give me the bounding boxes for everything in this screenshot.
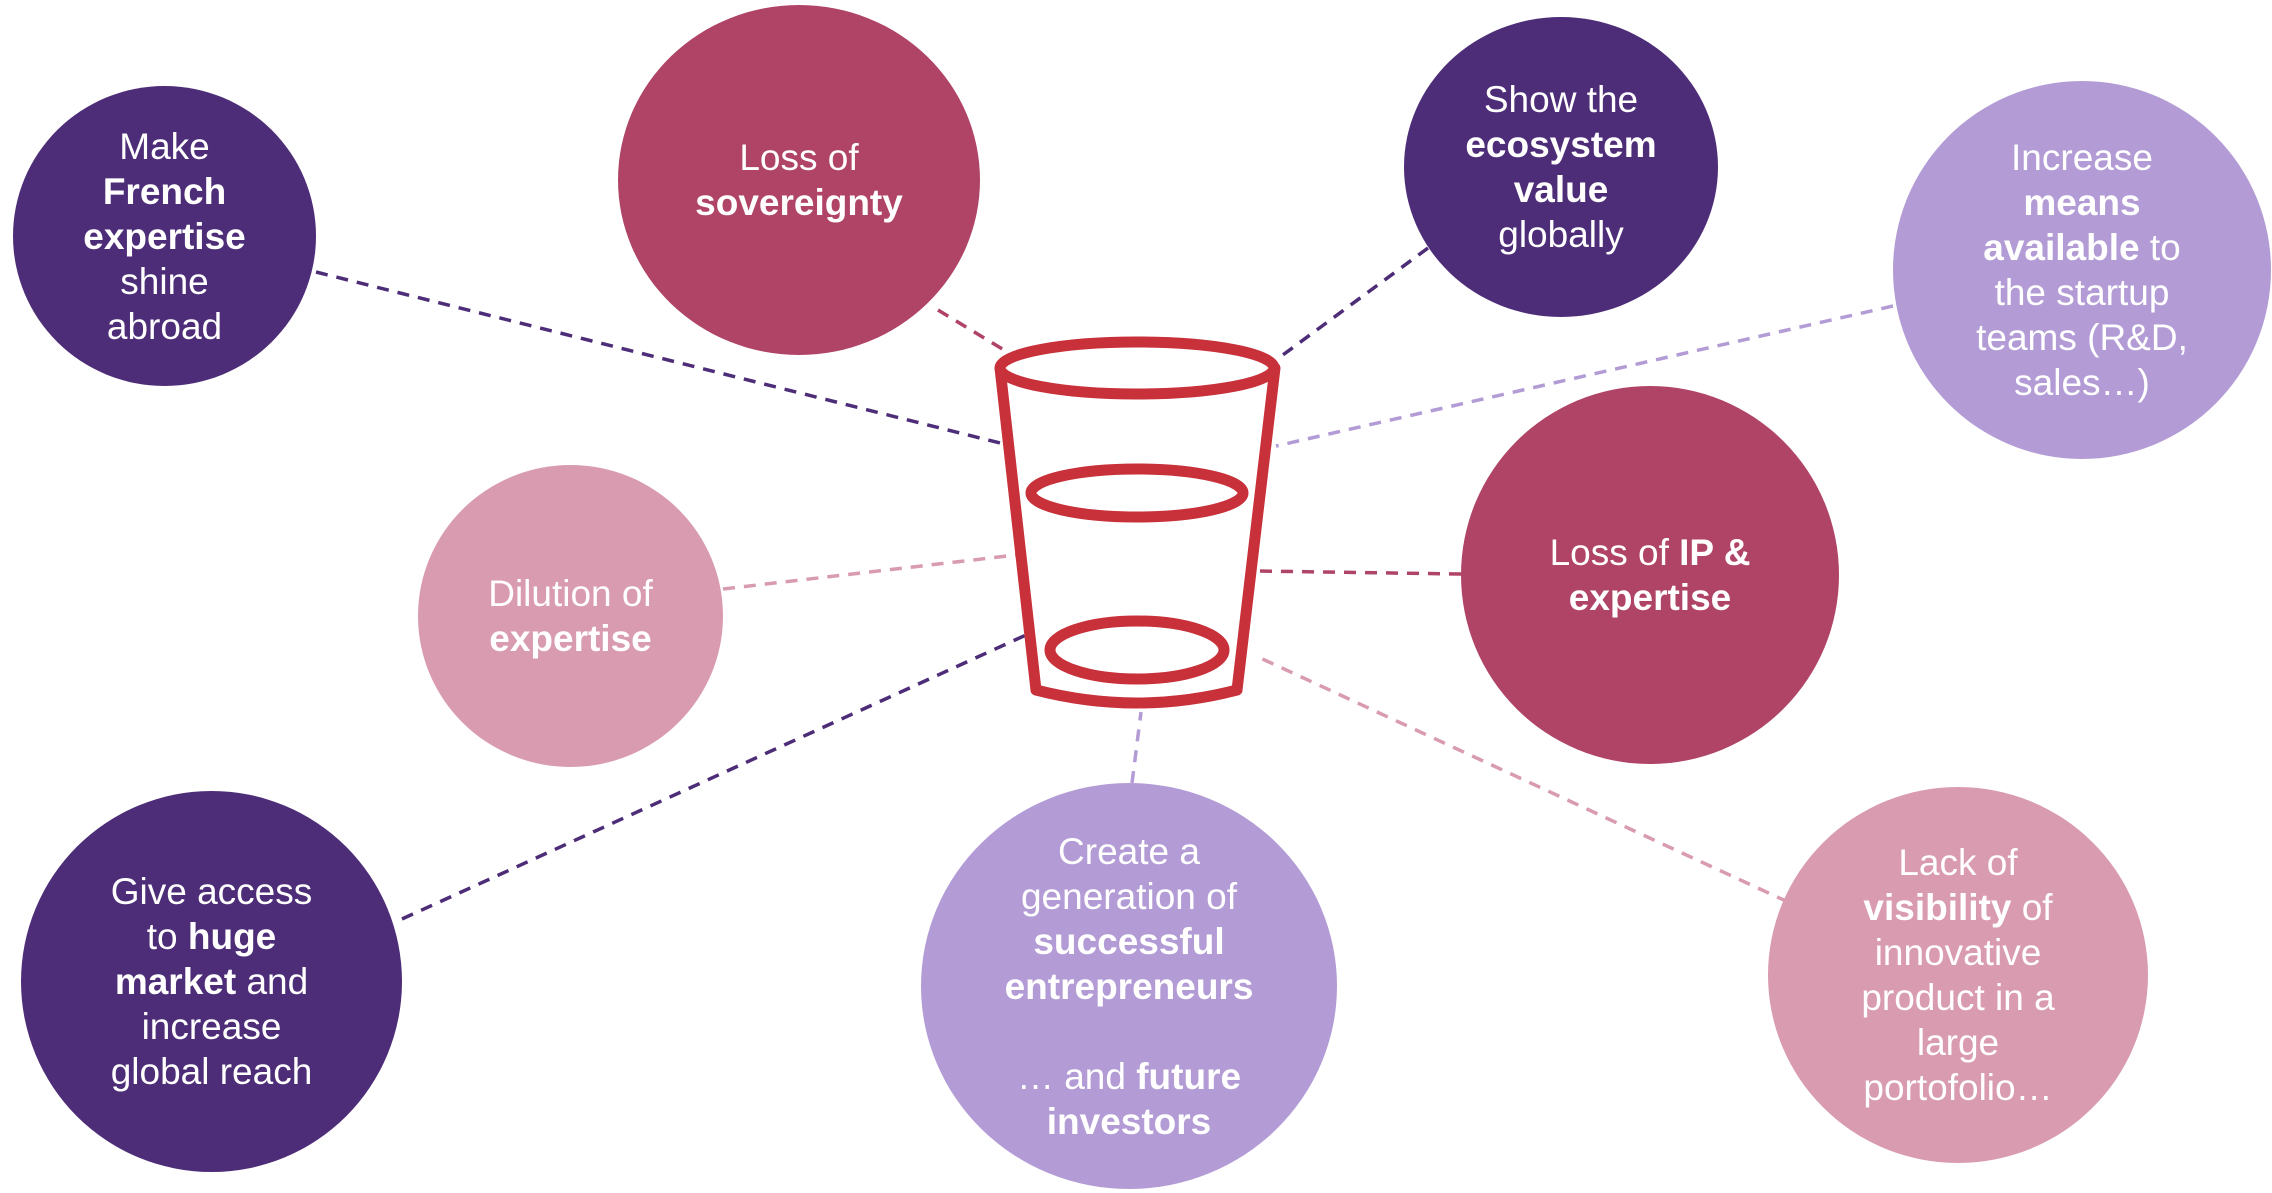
bubble-lack-of-visibility: Lack of visibility of innovative product… bbox=[1768, 787, 2148, 1163]
bubble-line: innovative bbox=[1874, 932, 2042, 973]
bubble-line: Show the bbox=[1483, 79, 1639, 120]
bubble-line: available to bbox=[1983, 227, 2181, 268]
bubble-line: generation of bbox=[1020, 875, 1237, 917]
bubble-line: shine bbox=[120, 260, 209, 302]
bubble-line: French bbox=[102, 170, 227, 212]
bubble-line: to huge bbox=[146, 916, 277, 957]
bubble-line: globally bbox=[1498, 214, 1624, 255]
bubble-line: expertise bbox=[83, 215, 246, 257]
bubble-line: sales…) bbox=[2014, 362, 2150, 403]
connector-show-ecosystem bbox=[1274, 246, 1430, 362]
bubble-line: visibility of bbox=[1863, 887, 2053, 928]
bubble-line: Dilution of bbox=[488, 573, 653, 614]
bubble-line: Loss of bbox=[739, 137, 859, 178]
bubble-loss-of-ip: Loss of IP & expertise bbox=[1461, 386, 1839, 764]
bubble-line: large bbox=[1916, 1022, 2000, 1063]
bubble-line: investors bbox=[1046, 1100, 1212, 1142]
bubble-give-access: Give access to huge market and increase … bbox=[21, 791, 402, 1172]
bubble-line: global reach bbox=[110, 1051, 313, 1092]
bubble-line: Create a bbox=[1058, 830, 1200, 872]
bubble-line: Lack of bbox=[1898, 842, 2018, 883]
bubble-increase-means: Increase means available to the startup … bbox=[1893, 81, 2271, 459]
connector-create-generation bbox=[1130, 711, 1143, 784]
bubble-loss-of-sovereignty: Loss of sovereignty bbox=[618, 5, 980, 355]
bubble-make-french-expertise: Make French expertise shine abroad bbox=[13, 86, 316, 386]
bubble-line: increase bbox=[141, 1006, 282, 1047]
bubble-line: Make bbox=[119, 125, 210, 167]
bubble-line: market and bbox=[114, 961, 309, 1002]
connector-loss-sovereignty bbox=[937, 308, 1005, 352]
connector-make-french bbox=[315, 270, 1013, 448]
bubble-line: abroad bbox=[106, 305, 223, 347]
drinking-glass-icon bbox=[994, 336, 1281, 709]
bubble-line: teams (R&D, bbox=[1976, 317, 2188, 358]
connector-dilution bbox=[722, 553, 1017, 591]
bubble-line: sovereignty bbox=[695, 182, 903, 223]
bubble-line: entrepreneurs bbox=[1004, 965, 1254, 1007]
bubble-line: portofolio… bbox=[1863, 1067, 2053, 1108]
bubble-line: the startup bbox=[1994, 272, 2170, 313]
bubble-line: Give access bbox=[110, 871, 313, 912]
bubble-line: value bbox=[1513, 169, 1609, 210]
bubble-line: expertise bbox=[1568, 577, 1732, 618]
bubble-line: expertise bbox=[489, 618, 652, 659]
bubble-line: successful bbox=[1033, 920, 1225, 962]
bubble-line: Loss of IP & bbox=[1549, 532, 1751, 573]
bubble-show-ecosystem-value: Show the ecosystem value globally bbox=[1404, 17, 1718, 317]
bubble-line: product in a bbox=[1861, 977, 2055, 1018]
connector-loss-ip bbox=[1255, 569, 1462, 576]
connector-give-access bbox=[401, 633, 1027, 921]
bubble-dilution-of-expertise: Dilution of expertise bbox=[418, 465, 723, 767]
connector-increase-means bbox=[1275, 304, 1894, 448]
bubble-line: Increase bbox=[2011, 137, 2153, 178]
bubble-line: means bbox=[2023, 182, 2141, 223]
connector-lack-visibility bbox=[1255, 654, 1789, 904]
bubble-create-generation: Create a generation of successful entrep… bbox=[921, 783, 1337, 1189]
bubble-line: … and future bbox=[1016, 1055, 1242, 1097]
bubble-line: ecosystem bbox=[1465, 124, 1657, 165]
